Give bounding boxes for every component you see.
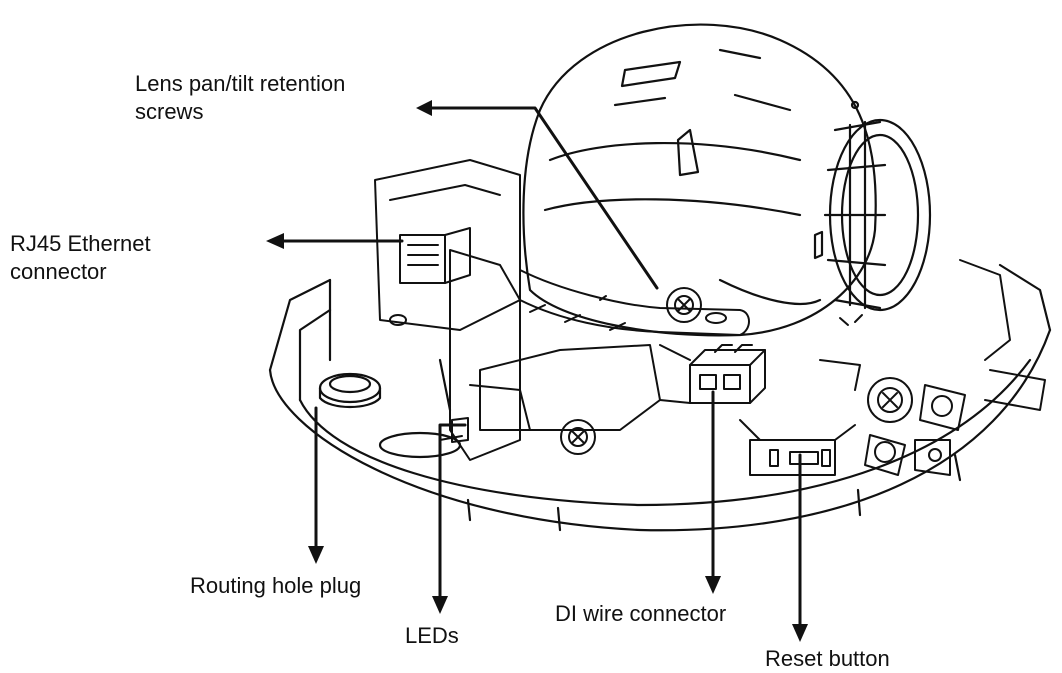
routing-hole-plug [318,328,462,459]
lens-barrel [813,118,932,312]
reset-button-drawing [739,419,856,476]
arrow-leds [438,423,467,600]
label-di-wire-connector: DI wire connector [555,601,727,626]
arrowhead-di-wire [705,576,721,594]
arrowheads [266,100,808,642]
label-lens-retention: Lens pan/tilt retention screws [135,70,345,126]
callout-arrows [280,106,802,628]
di-connector [659,344,766,404]
arrow-lens-retention [426,106,659,290]
right-bosses [819,259,1046,476]
dome-body [522,23,877,337]
label-routing-hole-plug: Routing hole plug [190,573,362,598]
led-block [439,249,661,461]
arrowhead-lens-retention [416,100,432,116]
label-rj45: RJ45 Ethernet connector [10,230,151,286]
label-lens-retention-line2: screws [135,99,204,124]
label-rj45-line1: RJ45 Ethernet [10,231,151,256]
label-leds: LEDs [405,623,459,648]
arrowhead-rj45 [266,233,284,249]
label-lens-retention-line1: Lens pan/tilt retention [135,71,346,96]
arrowhead-reset [792,624,808,642]
tilt-bracket [519,269,750,336]
label-reset-button: Reset button [765,646,890,671]
rj45-housing [374,159,521,331]
label-rj45-line2: connector [10,259,107,284]
arrowhead-leds [432,596,448,614]
arrowhead-routing-hole [308,546,324,564]
